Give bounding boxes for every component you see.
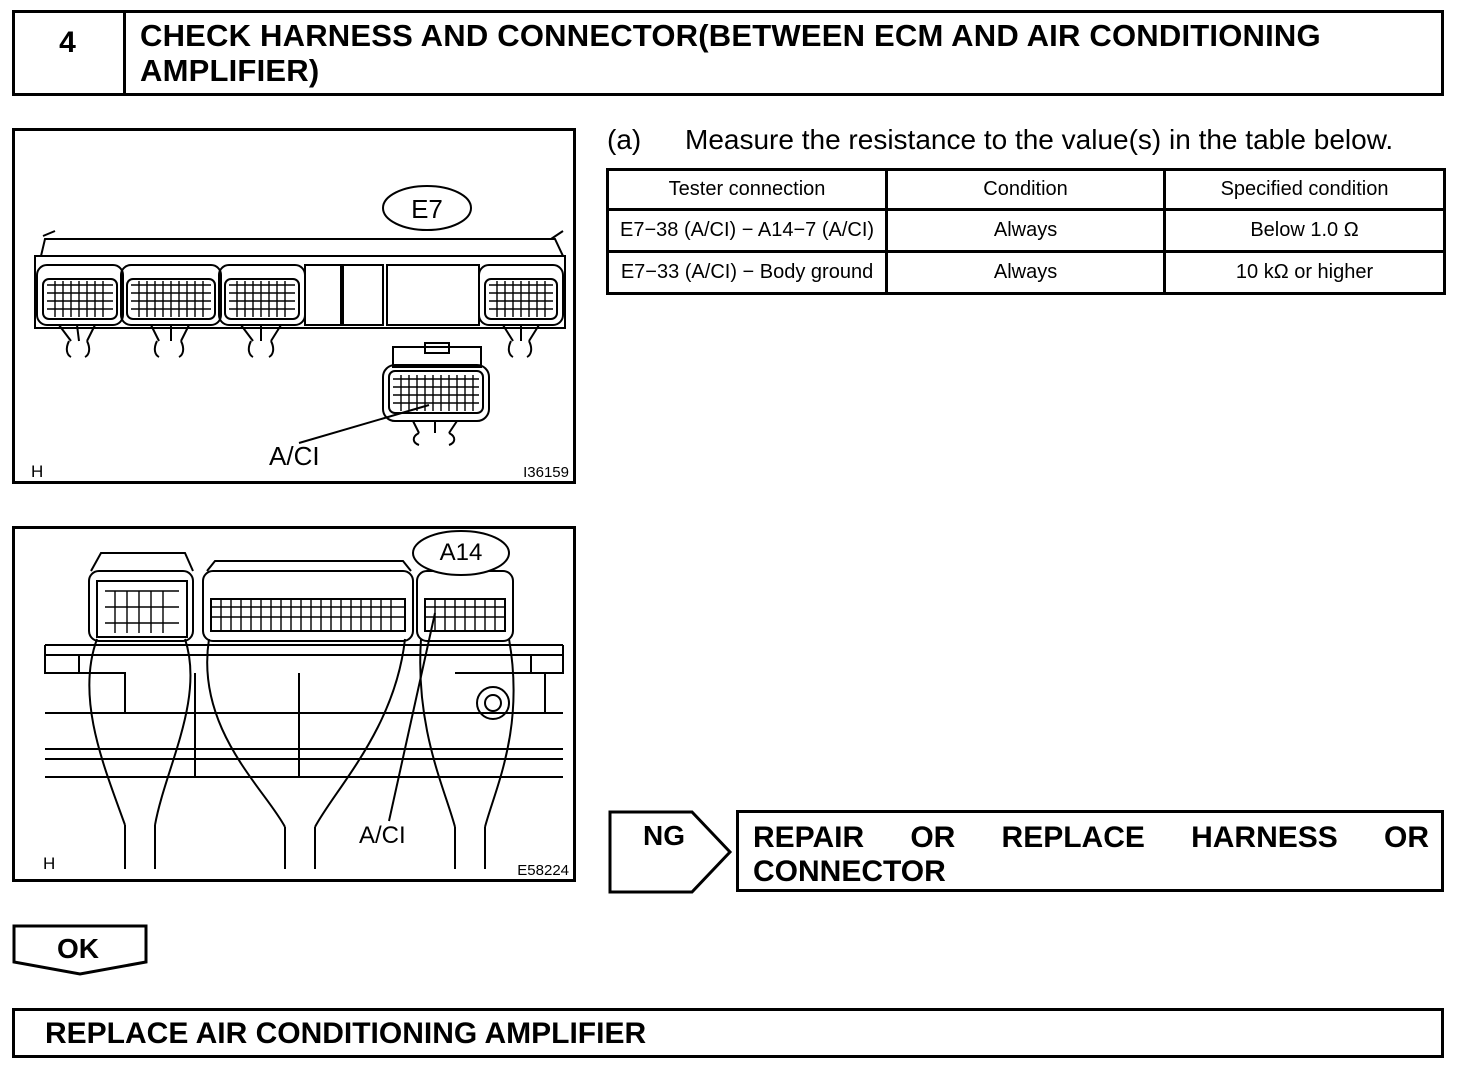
a14-balloon bbox=[412, 530, 510, 576]
instruction: (a) Measure the resistance to the value(s… bbox=[607, 124, 1393, 156]
ng-result-word: OR bbox=[1384, 821, 1429, 854]
table-cell: 10 kΩ or higher bbox=[1163, 250, 1446, 295]
ok-arrow-icon: OK bbox=[12, 924, 148, 976]
ng-result-line1: REPAIR OR REPLACE HARNESS OR bbox=[753, 821, 1429, 855]
step-title: CHECK HARNESS AND CONNECTOR(BETWEEN ECM … bbox=[140, 18, 1321, 88]
ecm-figure-id: I36159 bbox=[523, 464, 569, 481]
step-number: 4 bbox=[12, 10, 126, 96]
table-header-cell: Tester connection bbox=[605, 168, 889, 211]
e7-connector-label: E7 bbox=[411, 194, 443, 224]
amp-figure-id: E58224 bbox=[517, 862, 569, 879]
ng-result-word: OR bbox=[910, 821, 956, 854]
amp-corner-letter: H bbox=[43, 854, 55, 873]
table-header-cell: Specified condition bbox=[1163, 168, 1446, 211]
ok-label: OK bbox=[57, 933, 99, 964]
table-cell: Always bbox=[885, 250, 1167, 295]
table-cell: Always bbox=[885, 208, 1167, 253]
final-action-box: REPLACE AIR CONDITIONING AMPLIFIER bbox=[12, 1008, 1444, 1058]
instruction-label: (a) bbox=[607, 124, 642, 155]
instruction-text: Measure the resistance to the value(s) i… bbox=[685, 124, 1394, 155]
ecm-connector-drawing: E7 A/CI H I36159 bbox=[31, 185, 569, 481]
amplifier-connector-figure: A14 A/CI H E58224 bbox=[12, 526, 576, 882]
ng-result-word: HARNESS bbox=[1191, 821, 1338, 854]
ng-label: NG bbox=[643, 820, 685, 851]
a14-connector-label: A14 bbox=[440, 539, 483, 566]
ecm-connector-figure: E7 A/CI H I36159 bbox=[12, 128, 576, 484]
table-cell: E7−38 (A/CI) − A14−7 (A/CI) bbox=[605, 208, 889, 253]
ecm-corner-letter: H bbox=[31, 462, 43, 481]
ng-result-line2: CONNECTOR bbox=[753, 855, 946, 888]
ng-result-word: REPAIR bbox=[753, 821, 865, 854]
ng-result-word: REPLACE bbox=[1001, 821, 1145, 854]
ng-result-box: REPAIR OR REPLACE HARNESS OR CONNECTOR bbox=[736, 810, 1444, 892]
table-row: E7−38 (A/CI) − A14−7 (A/CI) Always Below… bbox=[605, 208, 1446, 253]
table-cell: Below 1.0 Ω bbox=[1163, 208, 1446, 253]
step-header bbox=[12, 10, 1444, 96]
ecm-terminal-label: A/CI bbox=[269, 441, 320, 471]
table-header-cell: Condition bbox=[885, 168, 1167, 211]
amplifier-connector-drawing: A14 A/CI H E58224 bbox=[43, 530, 569, 879]
resistance-table: Tester connection Condition Specified co… bbox=[605, 168, 1446, 295]
e7-balloon bbox=[382, 185, 472, 231]
table-row: E7−33 (A/CI) − Body ground Always 10 kΩ … bbox=[605, 250, 1446, 295]
table-cell: E7−33 (A/CI) − Body ground bbox=[605, 250, 889, 295]
table-header-row: Tester connection Condition Specified co… bbox=[605, 168, 1446, 211]
ng-arrow-icon: NG bbox=[608, 810, 733, 894]
amp-terminal-label: A/CI bbox=[359, 822, 406, 849]
